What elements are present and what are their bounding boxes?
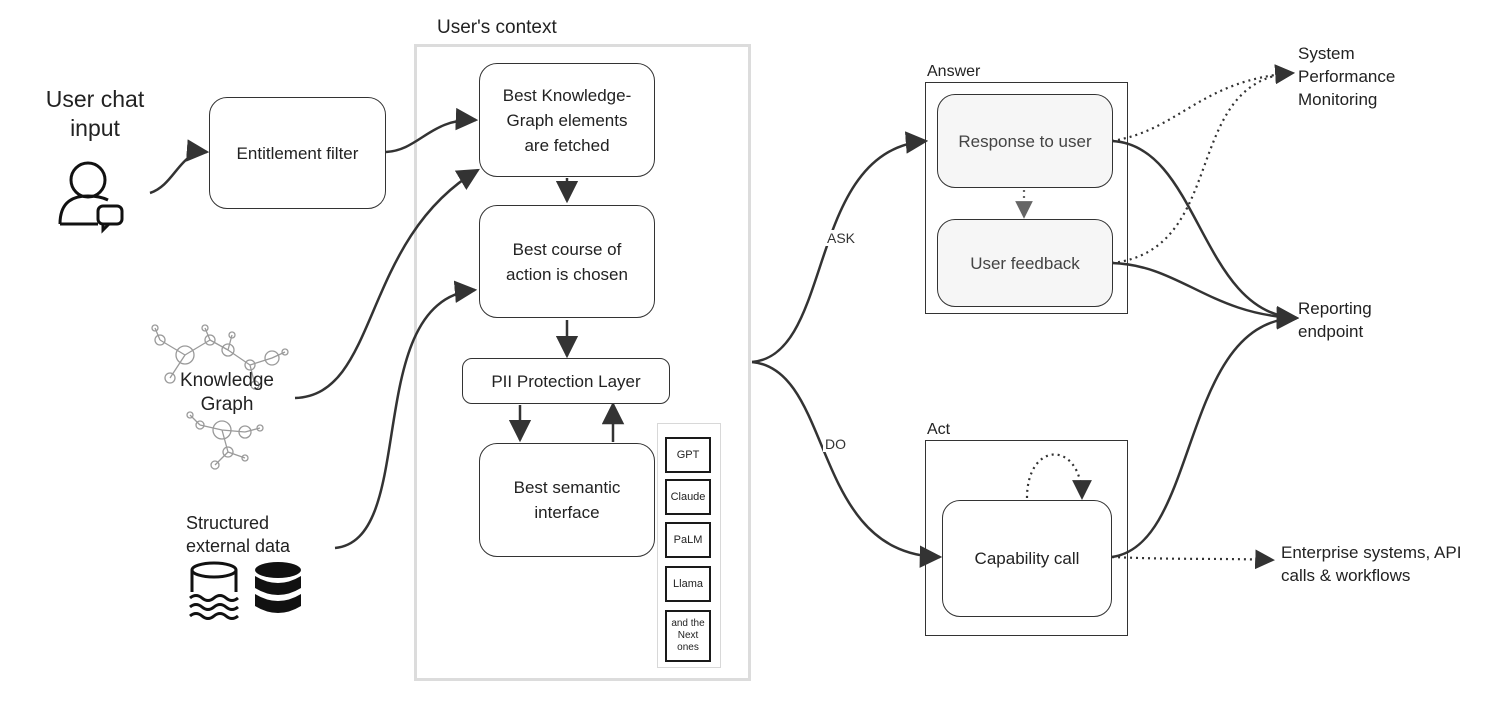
answer-group-title: Answer xyxy=(927,63,981,80)
edge-response-to-reporting xyxy=(1111,139,1300,329)
model-palm: PaLM xyxy=(665,522,711,558)
model-next: and the Next ones xyxy=(665,610,711,662)
edge-entitlement-to-kgfetch xyxy=(385,107,479,154)
edge-structured-to-course xyxy=(334,280,478,550)
monitoring-output-label: System Performance Monitoring xyxy=(1298,44,1396,109)
response-to-user-node: Response to user xyxy=(937,94,1113,188)
edge-response-to-monitoring xyxy=(1111,64,1295,143)
user-feedback-node: User feedback xyxy=(937,219,1113,307)
user-context-frame xyxy=(414,44,751,681)
pii-protection-node: PII Protection Layer xyxy=(462,358,670,404)
edge-capability-to-enterprise xyxy=(1111,549,1275,570)
edge-context-to-capability xyxy=(751,360,943,568)
knowledge-graph-label: Knowledge Graph xyxy=(179,370,275,415)
edge-feedback-to-reporting xyxy=(1111,261,1300,329)
model-llama: Llama xyxy=(665,566,711,602)
structured-data-label: Structured external data xyxy=(186,513,291,556)
enterprise-output-label: Enterprise systems, API calls & workflow… xyxy=(1281,543,1462,585)
user-context-title: User's context xyxy=(437,17,557,38)
semantic-interface-node: Best semantic interface xyxy=(479,443,655,557)
course-of-action-node: Best course of action is chosen xyxy=(479,205,655,318)
kg-fetch-node: Best Knowledge-Graph elements are fetche… xyxy=(479,63,655,177)
edge-kg-to-kgfetch xyxy=(294,168,480,400)
capability-call-node: Capability call xyxy=(942,500,1112,617)
edge-context-to-response xyxy=(751,131,929,364)
model-gpt: GPT xyxy=(665,437,711,473)
edge-feedback-to-monitoring xyxy=(1111,64,1295,265)
model-list xyxy=(657,423,721,668)
user-chat-input-label: User chat input xyxy=(45,86,145,141)
reporting-output-label: Reporting endpoint xyxy=(1298,299,1372,341)
do-edge-label: DO xyxy=(823,436,848,452)
model-claude: Claude xyxy=(665,479,711,515)
ask-edge-label: ASK xyxy=(825,230,858,246)
act-group-title: Act xyxy=(927,421,951,438)
entitlement-filter-node: Entitlement filter xyxy=(209,97,386,209)
edge-user-to-entitlement xyxy=(149,139,210,195)
edge-capability-loop xyxy=(1025,453,1092,500)
edge-capability-to-reporting xyxy=(1111,307,1300,559)
